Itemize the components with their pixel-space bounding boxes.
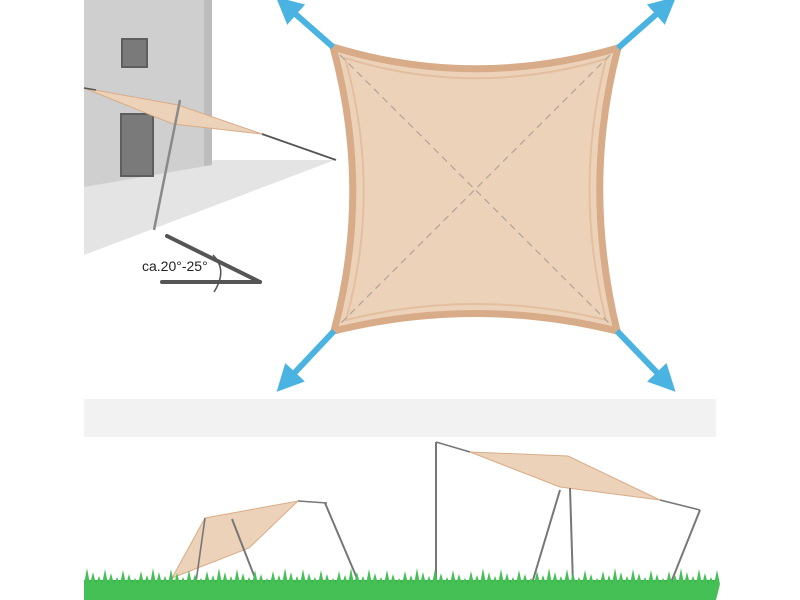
arrow-out-icon [275,0,335,50]
pole-icon [529,489,561,591]
sail-diagonal-2 [339,54,611,325]
divider-band [84,399,716,437]
pole-icon [667,509,701,591]
pole-icon [152,99,182,231]
guy-rope [435,441,471,453]
angle-icon: ca.20°-25° [142,234,262,293]
wall-mount-scene [83,0,337,255]
angle-label: ca.20°-25° [142,258,208,274]
building-door [120,113,154,177]
pole-icon [324,502,363,591]
guy-rope [261,133,337,161]
pole-icon [569,487,574,585]
high-sail [469,451,661,501]
tension-arrows [275,0,677,392]
arrow-out-icon [276,328,337,392]
low-installation [170,500,363,597]
wall-anchor-line [83,87,97,91]
low-sail [170,500,300,579]
pole-icon [195,517,206,583]
ground-shadow [84,160,335,255]
building-window [121,38,148,68]
sail-diagonal-1 [339,54,611,325]
building-wall-edge [204,0,212,166]
guy-rope [659,499,701,511]
grass-icon [84,568,720,600]
arrow-out-icon [616,0,677,51]
building-wall [84,0,212,187]
high-installation [435,441,701,591]
main-sail [329,43,622,335]
arrow-out-icon [614,328,676,392]
guy-rope [297,500,328,504]
